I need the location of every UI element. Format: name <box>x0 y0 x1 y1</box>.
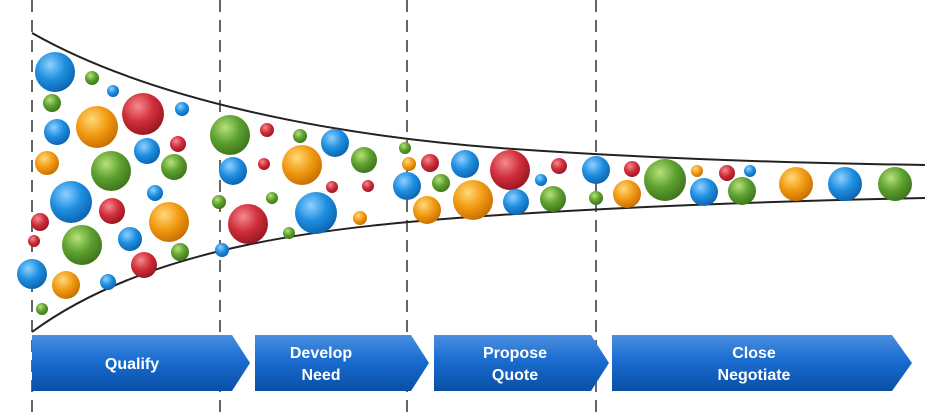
bubble-green <box>171 243 189 261</box>
stage-label-close: Close <box>732 345 776 362</box>
bubble-red <box>31 213 49 231</box>
bubble-green <box>589 191 603 205</box>
stage-label-negotiate: Negotiate <box>718 367 791 384</box>
bubble-blue <box>35 52 75 92</box>
bubble-green <box>43 94 61 112</box>
bubble-orange <box>779 167 813 201</box>
stage-arrow-develop-need[interactable]: Develop Need <box>255 335 429 391</box>
stage-arrows: Qualify Develop Need Propose Quote Close… <box>32 335 912 391</box>
bubble-blue <box>215 243 229 257</box>
bubble-green <box>540 186 566 212</box>
bubble-blue <box>828 167 862 201</box>
bubble-blue <box>451 150 479 178</box>
bubble-orange <box>413 196 441 224</box>
bubble-green <box>36 303 48 315</box>
bubble-green <box>283 227 295 239</box>
bubble-blue <box>535 174 547 186</box>
arrow-shape <box>255 335 429 391</box>
bubble-orange <box>76 106 118 148</box>
bubble-green <box>878 167 912 201</box>
bubble-blue <box>147 185 163 201</box>
bubble-blue <box>107 85 119 97</box>
bubble-blue <box>134 138 160 164</box>
bubble-red <box>624 161 640 177</box>
bubble-red <box>170 136 186 152</box>
bubble-blue <box>690 178 718 206</box>
bubble-orange <box>691 165 703 177</box>
stage-label-propose: Propose <box>483 345 547 362</box>
funnel-top-edge <box>31 32 926 166</box>
bubble-red <box>719 165 735 181</box>
bubble-red <box>99 198 125 224</box>
bubble-orange <box>149 202 189 242</box>
bubble-blue <box>175 102 189 116</box>
bubble-blue <box>44 119 70 145</box>
stage-label-quote: Quote <box>492 367 538 384</box>
bubble-blue <box>582 156 610 184</box>
bubble-green <box>728 177 756 205</box>
bubble-green <box>62 225 102 265</box>
bubble-red <box>131 252 157 278</box>
stage-label-qualify: Qualify <box>105 356 159 373</box>
bubble-blue <box>50 181 92 223</box>
stage-label-develop: Develop <box>290 345 352 362</box>
bubble-orange <box>453 180 493 220</box>
bubble-red <box>421 154 439 172</box>
bubble-blue <box>393 172 421 200</box>
bubble-green <box>212 195 226 209</box>
bubble-red <box>228 204 268 244</box>
bubble-green <box>210 115 250 155</box>
bubble-blue <box>17 259 47 289</box>
bubble-red <box>260 123 274 137</box>
bubble-blue <box>503 189 529 215</box>
bubble-blue <box>118 227 142 251</box>
arrow-shape <box>612 335 912 391</box>
bubble-blue <box>744 165 756 177</box>
stage-arrow-propose-quote[interactable]: Propose Quote <box>434 335 609 391</box>
arrow-shape <box>434 335 609 391</box>
bubble-orange <box>353 211 367 225</box>
bubble-green <box>266 192 278 204</box>
bubble-green <box>644 159 686 201</box>
bubble-orange <box>402 157 416 171</box>
bubble-blue <box>295 192 337 234</box>
bubble-red <box>326 181 338 193</box>
bubble-green <box>85 71 99 85</box>
bubble-orange <box>282 145 322 185</box>
arrow-shape <box>32 335 250 391</box>
bubble-blue <box>100 274 116 290</box>
bubble-orange <box>613 180 641 208</box>
bubble-blue <box>219 157 247 185</box>
bubble-green <box>399 142 411 154</box>
bubble-red <box>362 180 374 192</box>
stage-label-need: Need <box>301 367 340 384</box>
bubble-orange <box>35 151 59 175</box>
funnel-bubbles <box>17 52 912 315</box>
stage-arrow-close-negotiate[interactable]: Close Negotiate <box>612 335 912 391</box>
bubble-red <box>551 158 567 174</box>
bubble-green <box>432 174 450 192</box>
bubble-green <box>161 154 187 180</box>
bubble-orange <box>52 271 80 299</box>
bubble-red <box>122 93 164 135</box>
stage-arrow-qualify[interactable]: Qualify <box>32 335 250 391</box>
bubble-green <box>293 129 307 143</box>
bubble-red <box>490 150 530 190</box>
bubble-green <box>91 151 131 191</box>
bubble-green <box>351 147 377 173</box>
bubble-red <box>28 235 40 247</box>
bubble-red <box>258 158 270 170</box>
bubble-blue <box>321 129 349 157</box>
